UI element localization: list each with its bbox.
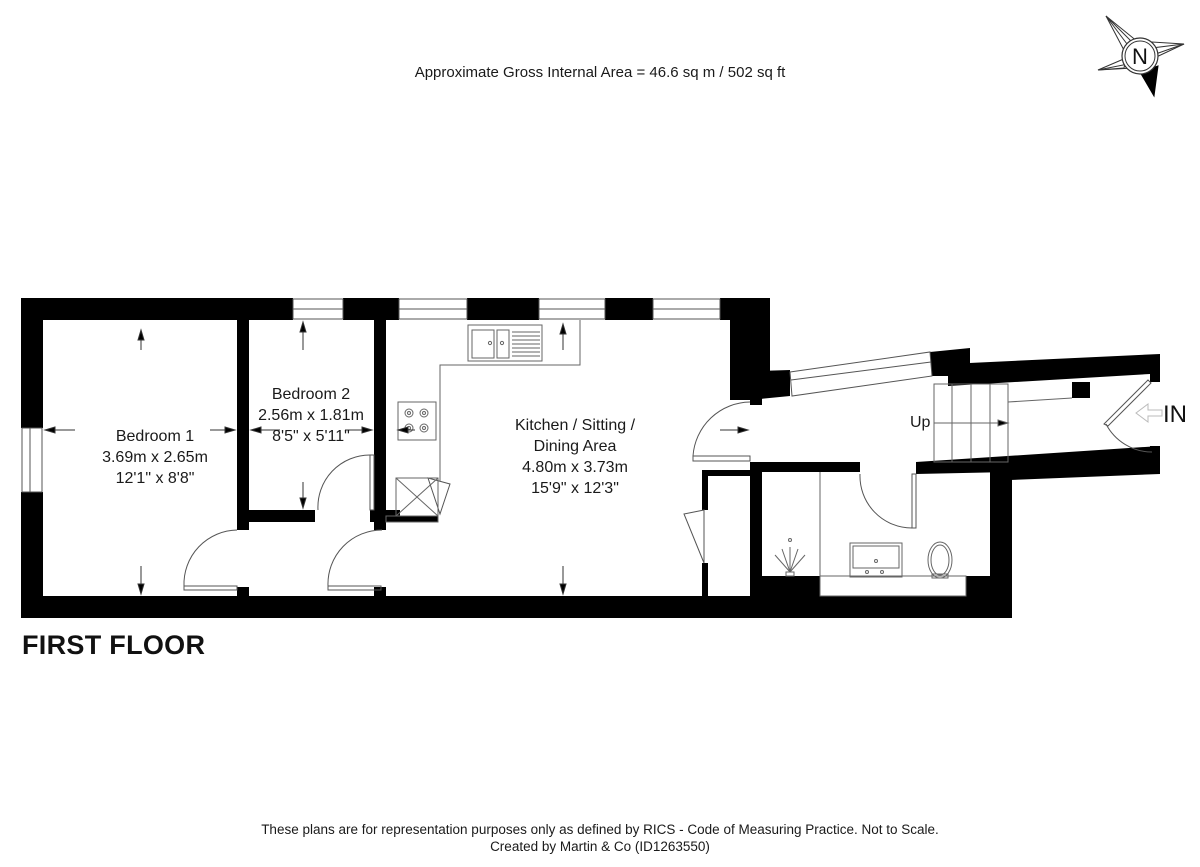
room-name: Bedroom 1 (115, 428, 195, 445)
gross-internal-area-text: Approximate Gross Internal Area = 46.6 s… (414, 64, 786, 81)
compass-label: N (1132, 44, 1148, 69)
bathroom-fixtures (774, 472, 967, 597)
room-label-bedroom-1: Bedroom 1 3.69m x 2.65m 12'1" x 8'8" (60, 426, 250, 489)
stairs-up-label: Up (910, 414, 931, 431)
entrance-label: IN (1163, 401, 1187, 428)
room-metric-size: 4.80m x 3.73m (522, 459, 628, 476)
room-metric-size: 2.56m x 1.81m (258, 407, 364, 424)
room-imperial-size: 15'9" x 12'3" (531, 480, 619, 497)
room-label-kitchen-sitting-dining: Kitchen / Sitting / Dining Area 4.80m x … (480, 415, 670, 499)
room-name-line-1: Kitchen / Sitting / (514, 417, 636, 434)
room-label-bedroom-2: Bedroom 2 2.56m x 1.81m 8'5" x 5'11" (241, 384, 381, 447)
creator-credit: Created by Martin & Co (ID1263550) (490, 839, 710, 854)
room-imperial-size: 12'1" x 8'8" (115, 470, 195, 487)
entrance-arrow-icon (1135, 403, 1163, 423)
stairs (933, 383, 1073, 463)
room-imperial-size: 8'5" x 5'11" (272, 428, 350, 445)
compass-north-icon: N (1097, 15, 1185, 98)
walls (21, 298, 1160, 618)
disclaimer-text: These plans are for representation purpo… (261, 822, 939, 837)
floor-title: FIRST FLOOR (22, 630, 206, 660)
dimension-arrows (43, 320, 750, 596)
room-metric-size: 3.69m x 2.65m (102, 449, 208, 466)
room-name-line-2: Dining Area (533, 438, 617, 455)
windows (21, 298, 933, 493)
room-name: Bedroom 2 (271, 386, 351, 403)
disclaimer-footer: These plans are for representation purpo… (0, 821, 1200, 855)
kitchen-fixtures (385, 320, 581, 523)
doors (183, 379, 1153, 591)
